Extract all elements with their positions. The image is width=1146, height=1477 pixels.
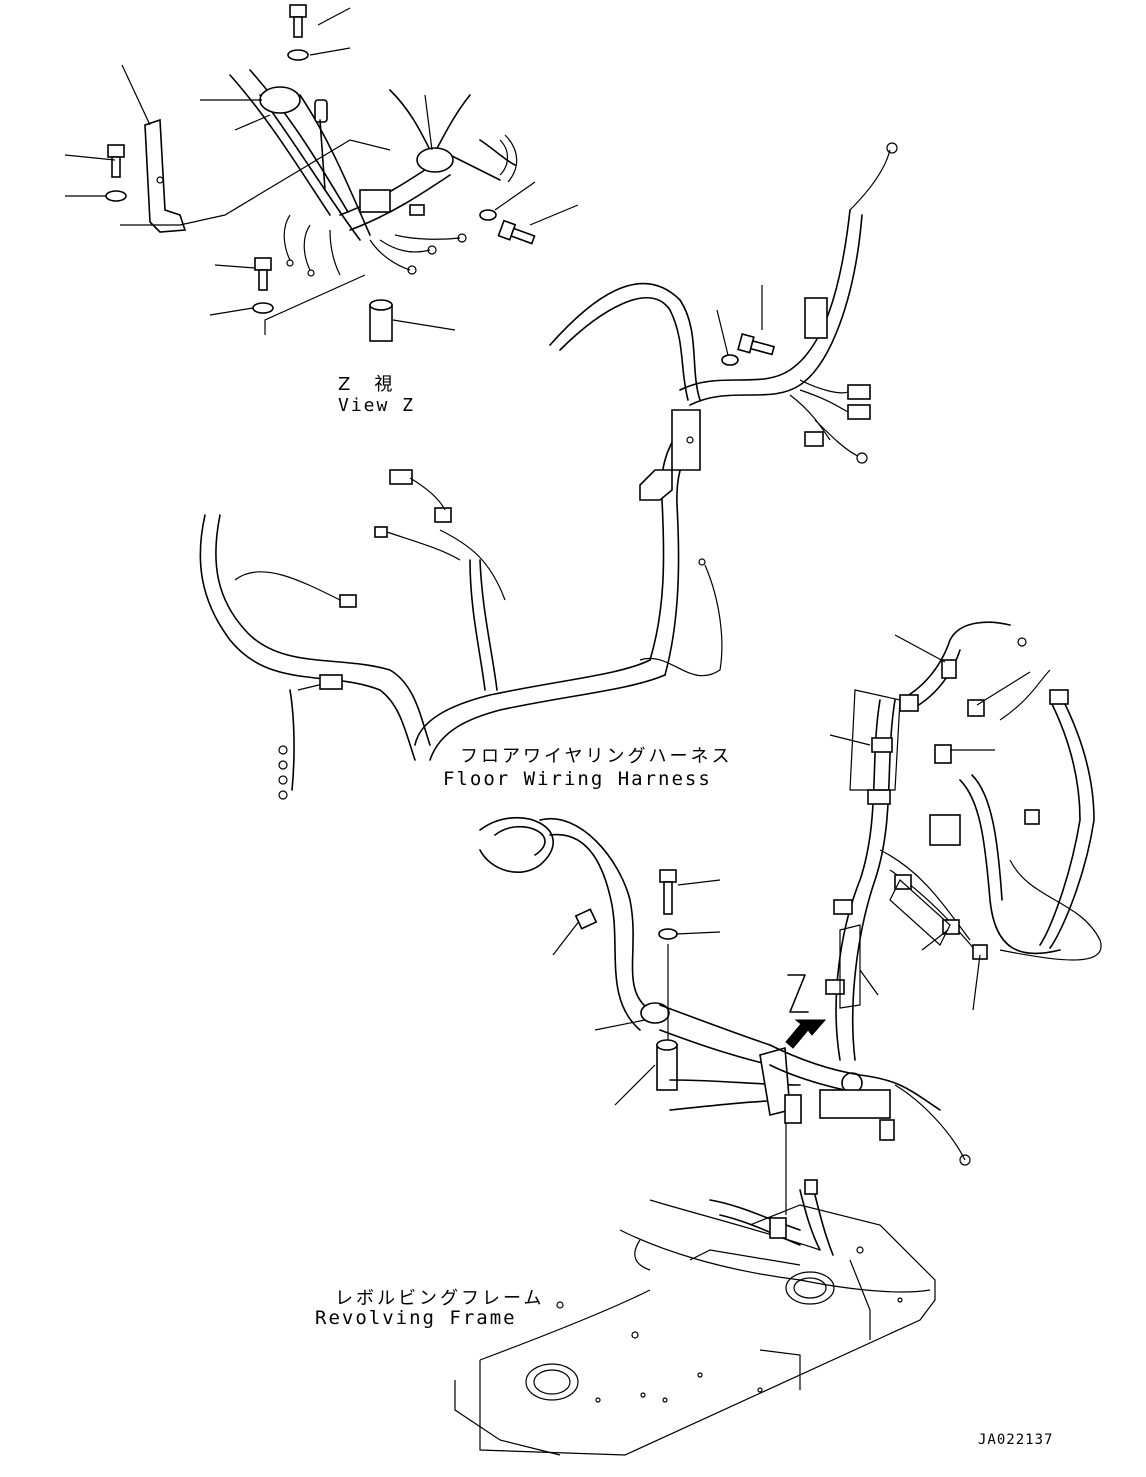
view-z-title-en: View Z <box>338 395 416 416</box>
clamp-band-lower <box>640 1002 670 1024</box>
harness-clip <box>314 99 328 123</box>
bolt-icon <box>497 219 536 245</box>
bolt-icon <box>254 257 272 291</box>
clamp-band-top <box>259 86 301 114</box>
washer-icon <box>287 49 309 61</box>
washer-icon <box>252 302 274 314</box>
bolt-icon <box>107 144 125 178</box>
mounting-bracket <box>144 118 187 233</box>
view-direction-arrow <box>785 1019 827 1049</box>
drawing-number: JA022137 <box>978 1432 1054 1448</box>
bolt-icon <box>289 4 307 38</box>
washer-icon <box>105 190 127 202</box>
view-z-detail <box>64 4 579 342</box>
right-harness-cluster <box>825 621 1102 1061</box>
revolving-frame <box>454 1123 936 1456</box>
washer-icon <box>658 928 678 940</box>
spacer-collar-icon <box>369 299 393 342</box>
bolt-icon <box>737 333 776 356</box>
bolt-icon <box>659 869 677 915</box>
clamp-band-mid <box>416 147 454 173</box>
frame-label-en: Revolving Frame <box>315 1307 517 1329</box>
harness-label-jp: フロアワイヤリングハーネス <box>460 746 733 767</box>
view-z-title-jp: Z 視 <box>338 374 396 395</box>
washer-icon <box>479 209 497 221</box>
floor-wiring-harness <box>199 142 971 1166</box>
harness-label-en: Floor Wiring Harness <box>443 768 712 790</box>
frame-label-jp: レボルビングフレーム <box>335 1288 545 1309</box>
washer-icon <box>721 354 739 366</box>
spacer-collar-icon <box>656 1039 678 1091</box>
